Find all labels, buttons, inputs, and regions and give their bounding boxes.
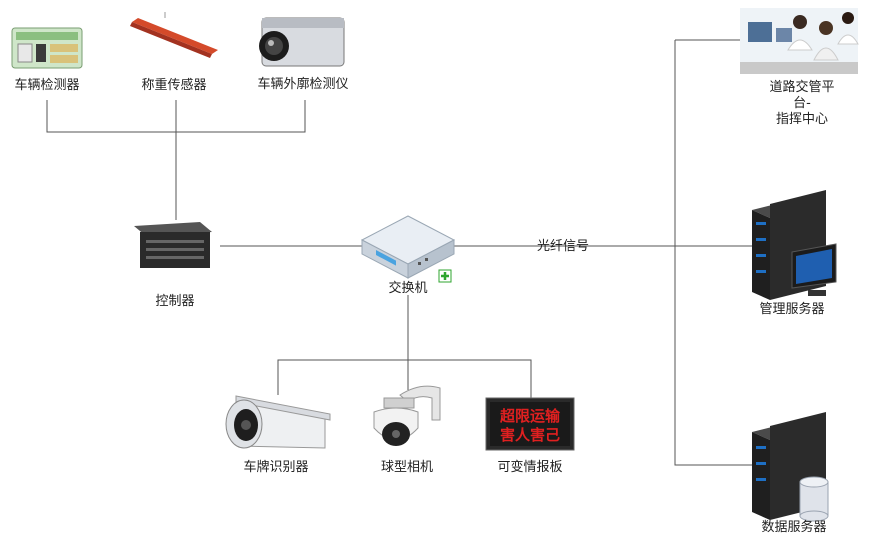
vms-line-2: 害人害己 (500, 426, 560, 444)
fiber-signal-label: 光纤信号 (536, 239, 590, 254)
weighing-sensor-icon (130, 12, 218, 58)
field-bus-line (277, 359, 532, 400)
connection-lines (46, 39, 752, 466)
switch-label: 交换机 (388, 281, 428, 296)
vehicle-detector-label: 车辆检测器 (14, 78, 80, 93)
vehicle-detector-icon (11, 27, 83, 69)
dome-camera-icon (373, 385, 441, 446)
management-server-label: 管理服务器 (759, 302, 825, 317)
backbone-line (674, 40, 752, 466)
vms-board-label: 可变情报板 (497, 460, 563, 475)
data-server-icon (752, 412, 829, 522)
plate-recognizer-icon (225, 395, 331, 449)
controller-label: 控制器 (155, 294, 195, 309)
vms-line-1: 超限运输 (499, 407, 561, 425)
command-center-photo (740, 8, 859, 74)
contour-detector-icon (259, 17, 345, 67)
plate-recognizer-label: 车牌识别器 (243, 460, 309, 475)
dome-camera-label: 球型相机 (380, 460, 434, 475)
traffic-platform-label: 道路交管平台- 指挥中心 (769, 80, 835, 127)
weighing-sensor-label: 称重传感器 (141, 78, 207, 93)
vms-board-icon: 超限运输 害人害己 (485, 397, 575, 451)
contour-detector-label: 车辆外廓检测仪 (257, 77, 349, 92)
management-server-icon (752, 190, 837, 300)
data-server-label: 数据服务器 (761, 520, 827, 535)
controller-icon (134, 222, 212, 268)
switch-icon (360, 215, 456, 283)
